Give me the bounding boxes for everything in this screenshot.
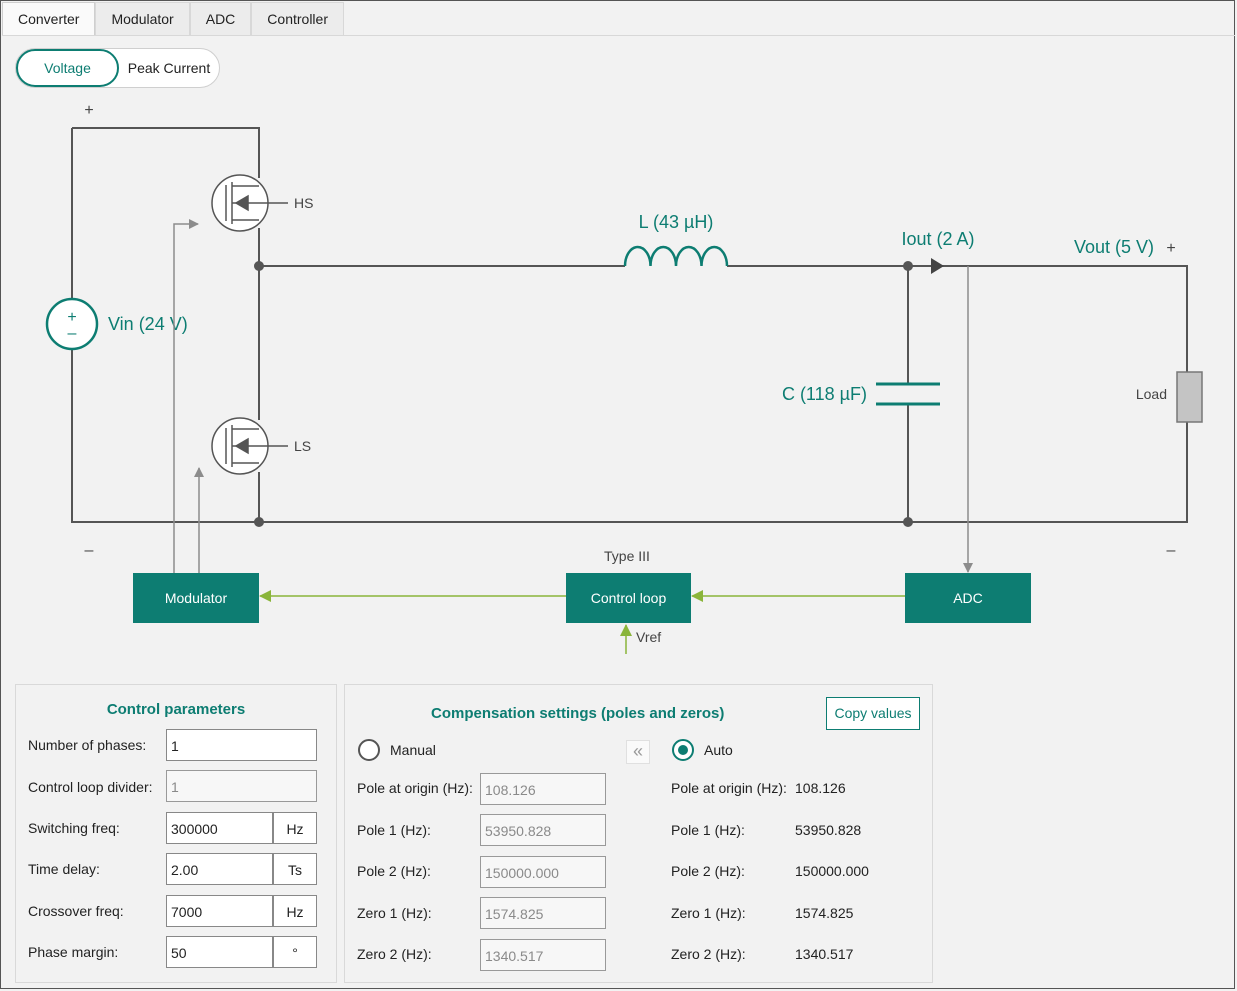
divider-input: 1 — [166, 770, 317, 802]
manual-zero1-input: 1574.825 — [480, 897, 606, 929]
control-parameters-panel: Control parameters Number of phases: 1 C… — [15, 684, 337, 983]
vin-source-symbol: + – — [45, 297, 99, 351]
adc-block[interactable]: ADC — [905, 573, 1031, 623]
copy-auto-to-manual-icon[interactable]: « — [626, 740, 650, 764]
manual-zero2-label: Zero 2 (Hz): — [357, 946, 432, 962]
manual-pole-origin-label: Pole at origin (Hz): — [357, 780, 473, 796]
control-parameters-title: Control parameters — [106, 701, 246, 718]
ls-mosfet-symbol — [211, 417, 288, 475]
vout-plus-terminal: + — [1166, 240, 1175, 257]
peak-current-mode-option[interactable]: Peak Current — [127, 60, 211, 76]
manual-zero1-label: Zero 1 (Hz): — [357, 905, 432, 921]
iout-label: Iout (2 A) — [901, 229, 974, 249]
manual-pole2-label: Pole 2 (Hz): — [357, 863, 431, 879]
auto-pole-origin-label: Pole at origin (Hz): — [671, 780, 787, 796]
tab-bar: Converter Modulator ADC Controller — [2, 2, 344, 36]
manual-pole-origin-input: 108.126 — [480, 773, 606, 805]
copy-values-button[interactable]: Copy values — [826, 697, 920, 730]
mode-toggle: Voltage Peak Current — [15, 48, 220, 88]
vin-label: Vin (24 V) — [108, 314, 188, 334]
tab-adc[interactable]: ADC — [189, 2, 252, 35]
phases-input[interactable]: 1 — [166, 729, 317, 761]
capacitor-symbol — [876, 382, 940, 406]
crossover-freq-unit: Hz — [273, 895, 317, 927]
vin-plus-terminal: + — [84, 102, 93, 119]
auto-pole1-label: Pole 1 (Hz): — [671, 822, 745, 838]
phases-label: Number of phases: — [28, 737, 147, 753]
power-wires — [71, 127, 1188, 523]
tab-divider — [2, 35, 1235, 36]
auto-pole-origin-value: 108.126 — [795, 780, 846, 796]
vin-minus-terminal: – — [85, 542, 94, 559]
phase-margin-unit: ° — [273, 936, 317, 968]
capacitor-label: C (118 µF) — [782, 384, 867, 404]
hs-label: HS — [294, 195, 313, 211]
inductor-label: L (43 µH) — [639, 212, 714, 232]
ground-node-dot — [254, 517, 264, 527]
crossover-freq-label: Crossover freq: — [28, 903, 124, 919]
vout-label: Vout (5 V) — [1074, 237, 1154, 257]
inductor-symbol — [623, 245, 729, 267]
control-loop-block[interactable]: Control loop — [566, 573, 691, 623]
compensator-type-label: Type III — [604, 548, 650, 564]
auto-pole2-label: Pole 2 (Hz): — [671, 863, 745, 879]
phase-margin-label: Phase margin: — [28, 944, 119, 960]
buck-converter-schematic: + – Vin (24 V) + – HS LS L (43 µH) C (11… — [45, 102, 1203, 654]
time-delay-label: Time delay: — [28, 861, 100, 877]
vin-minus-sign: – — [68, 325, 77, 342]
switching-freq-unit: Hz — [273, 812, 317, 844]
ls-label: LS — [294, 438, 311, 454]
load-label: Load — [1136, 386, 1167, 402]
switching-freq-input[interactable]: 300000 — [166, 812, 273, 844]
control-signal-wires — [259, 590, 905, 654]
load-resistor-symbol — [1176, 371, 1203, 423]
manual-pole2-input: 150000.000 — [480, 856, 606, 888]
time-delay-input[interactable]: 2.00 — [166, 853, 273, 885]
cap-ground-dot — [903, 517, 913, 527]
time-delay-unit: Ts — [273, 853, 317, 885]
tab-converter[interactable]: Converter — [2, 2, 96, 35]
auto-zero1-label: Zero 1 (Hz): — [671, 905, 746, 921]
auto-radio[interactable] — [672, 739, 694, 761]
compensation-settings-panel: Compensation settings (poles and zeros) … — [344, 684, 933, 983]
voltage-mode-option[interactable]: Voltage — [16, 49, 119, 87]
output-node-dot — [903, 261, 913, 271]
manual-zero2-input: 1340.517 — [480, 939, 606, 971]
tab-modulator[interactable]: Modulator — [95, 2, 190, 35]
phase-margin-input[interactable]: 50 — [166, 936, 273, 968]
auto-pole2-value: 150000.000 — [795, 863, 869, 879]
iout-arrow-icon — [931, 258, 944, 274]
vin-plus-sign: + — [67, 309, 76, 326]
auto-zero2-value: 1340.517 — [795, 946, 854, 962]
hs-mosfet-symbol — [211, 174, 288, 232]
divider-label: Control loop divider: — [28, 779, 153, 795]
auto-zero2-label: Zero 2 (Hz): — [671, 946, 746, 962]
vref-label: Vref — [636, 629, 661, 645]
manual-pole1-label: Pole 1 (Hz): — [357, 822, 431, 838]
crossover-freq-input[interactable]: 7000 — [166, 895, 273, 927]
switch-node-dot — [254, 261, 264, 271]
vout-minus-terminal: – — [1167, 542, 1176, 559]
compensation-title: Compensation settings (poles and zeros) — [431, 705, 725, 722]
auto-radio-label: Auto — [704, 742, 733, 758]
manual-radio-label: Manual — [390, 742, 436, 758]
switching-freq-label: Switching freq: — [28, 820, 120, 836]
modulator-block[interactable]: Modulator — [133, 573, 259, 623]
auto-zero1-value: 1574.825 — [795, 905, 854, 921]
manual-pole1-input: 53950.828 — [480, 814, 606, 846]
tab-controller[interactable]: Controller — [251, 2, 344, 35]
gate-drive-wires — [173, 219, 973, 573]
manual-radio[interactable] — [358, 739, 380, 761]
auto-pole1-value: 53950.828 — [795, 822, 862, 838]
